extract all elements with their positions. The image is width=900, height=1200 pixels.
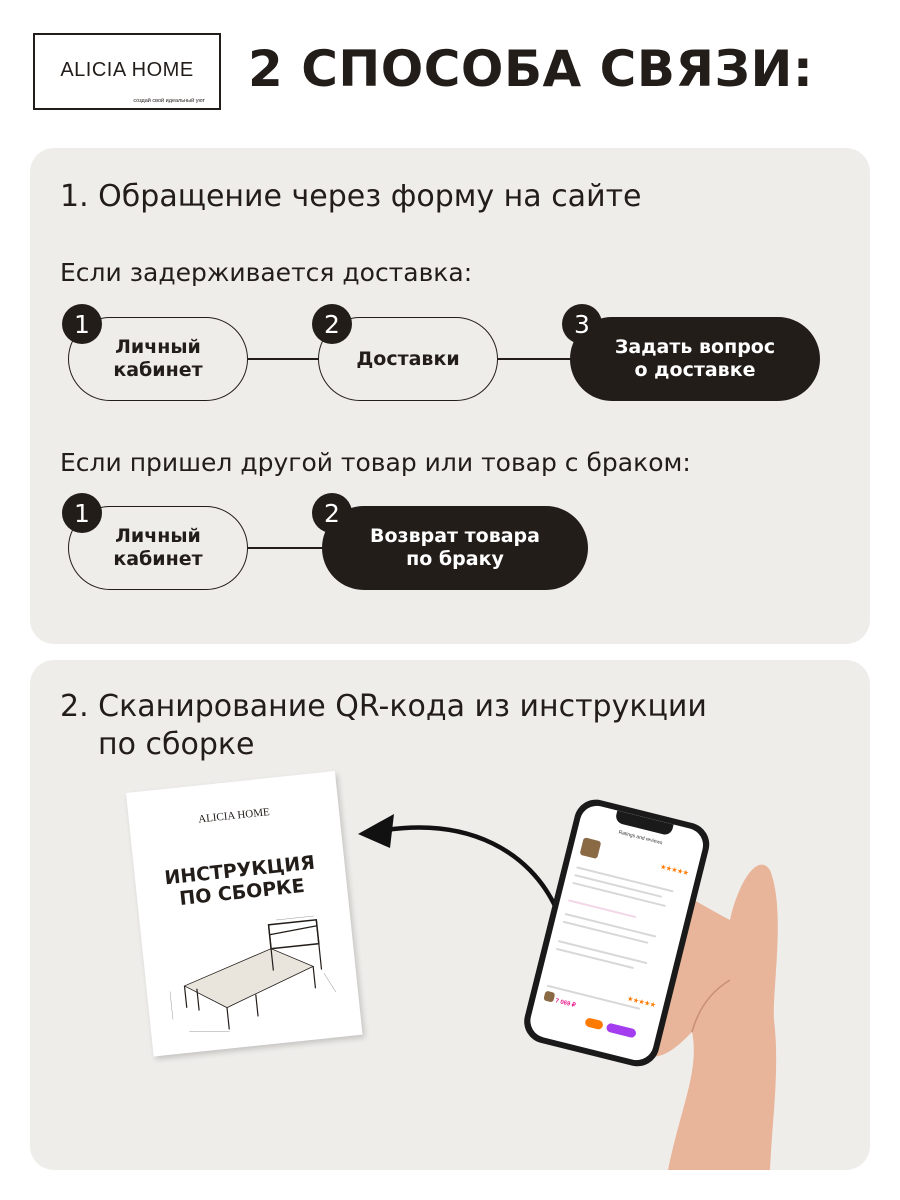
step-number-badge: 2 (312, 493, 352, 533)
step-number-badge: 2 (312, 304, 352, 344)
step-label: Личный кабинет (113, 525, 203, 570)
booklet-brand: ALICIA HOME (197, 806, 271, 826)
step-return-defective-button[interactable]: Возврат товара по браку (322, 506, 588, 590)
section-2-title-line-2: по сборке (98, 727, 255, 762)
step-number-badge: 1 (62, 493, 102, 533)
contact-method-form-panel: 1. Обращение через форму на сайте Если з… (30, 148, 870, 644)
section-2-title: 2. Сканирование QR-кода из инструкции по… (60, 688, 707, 764)
star-icon: ★★★★★ (659, 863, 689, 878)
page-headline: 2 СПОСОБА СВЯЗИ: (248, 40, 814, 98)
flow-connector (498, 358, 572, 360)
bed-frame-drawing (169, 915, 337, 1032)
section-1-title: 1. Обращение через форму на сайте (60, 179, 642, 214)
flow-connector (248, 547, 324, 549)
step-number-badge: 3 (562, 304, 602, 344)
arrow-curved-left-icon (358, 814, 559, 911)
product-price: 7 069 ₽ (554, 998, 577, 1010)
brand-logo: ALICIA HOME создай свой идеальный уют (33, 33, 221, 110)
step-number-badge: 1 (62, 304, 102, 344)
delivery-flow: Личный кабинет Доставки Задать вопрос о … (30, 148, 870, 644)
phone-action-button[interactable] (605, 1022, 637, 1039)
phone-action-button[interactable] (584, 1017, 604, 1031)
step-label: Задать вопрос о доставке (614, 336, 776, 381)
delivery-heading: Если задерживается доставка: (60, 258, 473, 287)
defect-heading: Если пришел другой товар или товар с бра… (60, 448, 691, 477)
product-thumbnail (543, 990, 556, 1003)
step-label: Личный кабинет (113, 336, 203, 381)
product-thumbnail (579, 837, 602, 860)
assembly-instruction-booklet: ALICIA HOME ИНСТРУКЦИЯ ПО СБОРКЕ (126, 771, 363, 1057)
step-label: Возврат товара по браку (370, 525, 540, 570)
step-label: Доставки (356, 347, 460, 370)
step-ask-delivery-question-button[interactable]: Задать вопрос о доставке (570, 317, 820, 401)
step-personal-account-button[interactable]: Личный кабинет (68, 317, 248, 401)
section-2-title-line-1: 2. Сканирование QR-кода из инструкции (60, 689, 707, 724)
review-text-line (546, 984, 641, 1010)
logo-name: ALICIA HOME (60, 59, 194, 81)
logo-tagline: создай свой идеальный уют (133, 98, 205, 104)
booklet-title: ИНСТРУКЦИЯ ПО СБОРКЕ (163, 851, 316, 910)
flow-connector (248, 358, 320, 360)
